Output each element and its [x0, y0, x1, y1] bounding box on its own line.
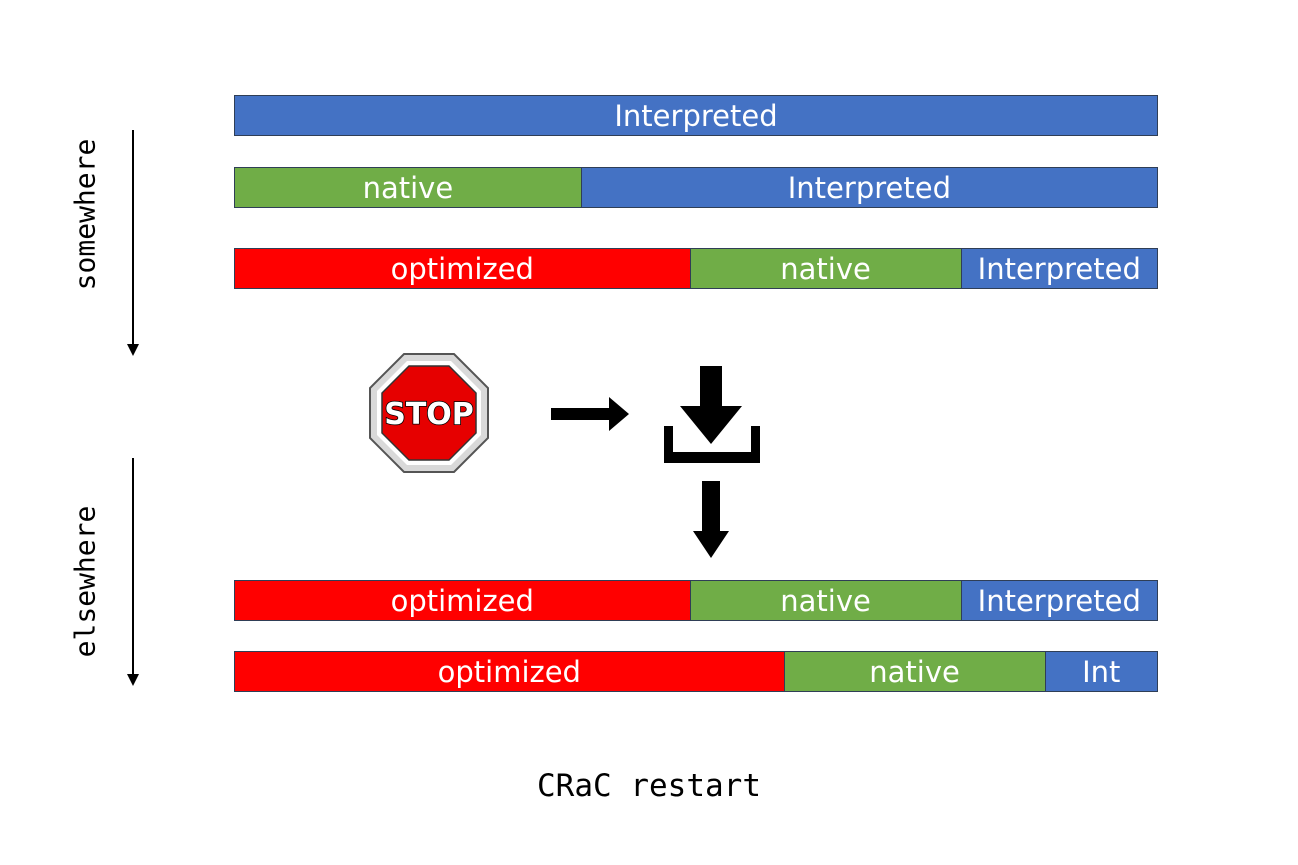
down-arrow-icon [693, 481, 729, 558]
somewhere-timeline-line [132, 130, 134, 345]
elsewhere-label: elsewhere [68, 505, 102, 658]
segment-interpreted: Interpreted [235, 96, 1157, 135]
segment-optimized: optimized [235, 249, 690, 288]
segment-native: native [689, 249, 961, 288]
caption: CRaC restart [537, 768, 761, 804]
segment-optimized: optimized [235, 581, 690, 620]
right-arrow-icon [551, 397, 629, 431]
execution-bar-1: Interpreted [234, 95, 1158, 136]
download-checkpoint-icon [664, 366, 760, 463]
stop-sign-face [381, 365, 477, 461]
somewhere-timeline-arrowhead [127, 344, 139, 356]
segment-native: native [235, 168, 581, 207]
stop-sign-icon: STOP [369, 353, 489, 473]
segment-interpreted: Interpreted [580, 168, 1157, 207]
somewhere-label: somewhere [68, 138, 102, 291]
segment-native: native [783, 652, 1045, 691]
segment-optimized: optimized [235, 652, 784, 691]
segment-interpreted: Interpreted [960, 249, 1157, 288]
elsewhere-timeline-line [132, 458, 134, 675]
segment-interpreted: Int [1044, 652, 1157, 691]
segment-native: native [689, 581, 961, 620]
elsewhere-timeline-arrowhead [127, 674, 139, 686]
stop-sign-text: STOP [384, 397, 474, 432]
segment-interpreted: Interpreted [960, 581, 1157, 620]
